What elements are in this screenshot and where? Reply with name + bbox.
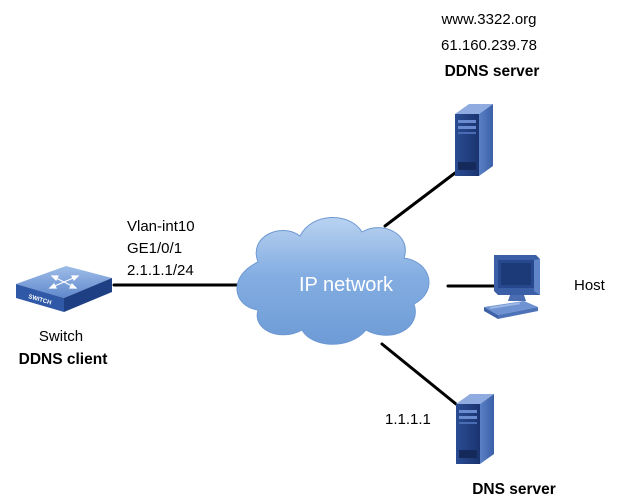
ddns-server-ip: 61.160.239.78 xyxy=(441,37,537,54)
dns-server-icon xyxy=(456,394,494,464)
ip-network-label: IP network xyxy=(299,274,394,296)
ddns-server-icon xyxy=(455,104,493,176)
host-device: Host xyxy=(484,255,606,319)
switch-port: GE1/0/1 xyxy=(127,240,182,257)
switch-device: SWITCH Vlan-int10 GE1/0/1 2.1.1.1/24 Swi… xyxy=(16,218,195,368)
host-label: Host xyxy=(574,277,606,294)
dns-server-role: DNS server xyxy=(472,481,556,498)
ddns-server-device: www.3322.org 61.160.239.78 DDNS server xyxy=(440,11,539,176)
switch-role: DDNS client xyxy=(19,351,108,368)
switch-label: Switch xyxy=(39,328,83,345)
switch-ip: 2.1.1.1/24 xyxy=(127,262,194,279)
ddns-server-role: DDNS server xyxy=(445,63,540,80)
switch-icon: SWITCH xyxy=(16,266,112,312)
ip-network-cloud: IP network xyxy=(236,217,430,345)
ddns-server-hostname: www.3322.org xyxy=(440,11,536,28)
host-pc-icon xyxy=(484,255,540,319)
dns-server-ip: 1.1.1.1 xyxy=(385,411,431,428)
link-cloud-dns-server xyxy=(380,342,458,406)
switch-interface: Vlan-int10 xyxy=(127,218,195,235)
link-cloud-ddns-server xyxy=(383,171,457,228)
cloud-shape xyxy=(236,217,430,345)
dns-server-device: 1.1.1.1 DNS server xyxy=(385,394,556,498)
